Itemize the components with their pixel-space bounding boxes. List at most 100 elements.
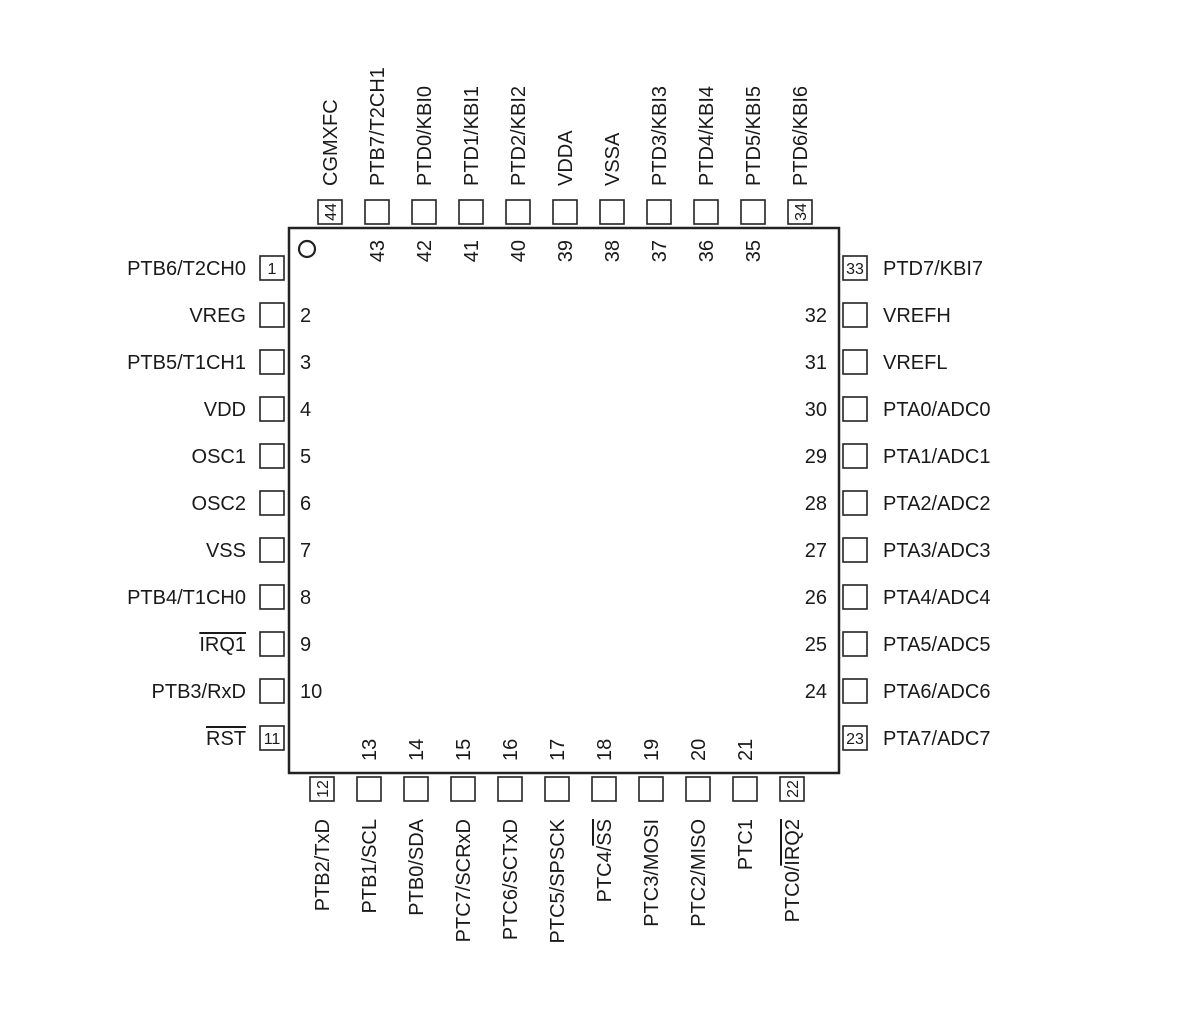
pin-number-43: 43 bbox=[367, 240, 389, 262]
pin-number-34: 34 bbox=[793, 203, 810, 221]
pin-label-39: VDDA bbox=[555, 130, 577, 186]
chip-body bbox=[287, 226, 841, 775]
pin-label-31: VREFL bbox=[883, 352, 947, 374]
overline-text: RST bbox=[206, 728, 246, 750]
pin-label-4: VDD bbox=[204, 399, 246, 421]
pin-number-21: 21 bbox=[735, 739, 757, 761]
pin-label-37: PTD3/KBI3 bbox=[649, 86, 671, 186]
pin-pad-37 bbox=[646, 199, 672, 225]
pin-label-21: PTC1 bbox=[735, 819, 757, 870]
pin-number-24: 24 bbox=[805, 681, 827, 703]
pin-pad-4 bbox=[259, 396, 285, 422]
pin-label-33: PTD7/KBI7 bbox=[883, 258, 983, 280]
pin-label-6: OSC2 bbox=[192, 493, 246, 515]
pin-label-9: IRQ1 bbox=[199, 634, 246, 656]
pin-label-12: PTB2/TxD bbox=[312, 819, 334, 911]
pin-number-12: 12 bbox=[315, 780, 332, 798]
pin-label-13: PTB1/SCL bbox=[359, 819, 381, 913]
pin-pad-43 bbox=[364, 199, 390, 225]
pin-label-25: PTA5/ADC5 bbox=[883, 634, 990, 656]
pin-pad-10 bbox=[259, 678, 285, 704]
pin-pad-27 bbox=[842, 537, 868, 563]
pin-number-44: 44 bbox=[323, 203, 340, 221]
pin-number-30: 30 bbox=[805, 399, 827, 421]
pin-number-42: 42 bbox=[414, 240, 436, 262]
pin-number-4: 4 bbox=[300, 399, 311, 421]
pin-label-36: PTD4/KBI4 bbox=[696, 86, 718, 186]
pin-label-34: PTD6/KBI6 bbox=[790, 86, 812, 186]
pin-number-20: 20 bbox=[688, 739, 710, 761]
pin-pad-23 bbox=[842, 725, 868, 751]
pin-label-42: PTD0/KBI0 bbox=[414, 86, 436, 186]
pin-pad-28 bbox=[842, 490, 868, 516]
pin-number-26: 26 bbox=[805, 587, 827, 609]
pin-pad-39 bbox=[552, 199, 578, 225]
pin-pad-34 bbox=[787, 199, 813, 225]
pin-number-40: 40 bbox=[508, 240, 530, 262]
pin-label-23: PTA7/ADC7 bbox=[883, 728, 990, 750]
pin-pad-31 bbox=[842, 349, 868, 375]
pin-pad-22 bbox=[779, 776, 805, 802]
pin-number-11: 11 bbox=[264, 731, 281, 748]
pin-label-24: PTA6/ADC6 bbox=[883, 681, 990, 703]
pin-label-29: PTA1/ADC1 bbox=[883, 446, 990, 468]
pin-pad-5 bbox=[259, 443, 285, 469]
pin-pad-24 bbox=[842, 678, 868, 704]
pin-number-5: 5 bbox=[300, 446, 311, 468]
pin-pad-3 bbox=[259, 349, 285, 375]
pin-label-20: PTC2/MISO bbox=[688, 819, 710, 927]
pin-label-5: OSC1 bbox=[192, 446, 246, 468]
pin-number-27: 27 bbox=[805, 540, 827, 562]
pin-number-22: 22 bbox=[785, 780, 802, 798]
pin-number-14: 14 bbox=[406, 739, 428, 761]
pin-number-13: 13 bbox=[359, 739, 381, 761]
pin-label-38: VSSA bbox=[602, 132, 624, 186]
pin-label-16: PTC6/SCTxD bbox=[500, 819, 522, 940]
pin-number-28: 28 bbox=[805, 493, 827, 515]
pin-label-15: PTC7/SCRxD bbox=[453, 819, 475, 942]
pin-number-36: 36 bbox=[696, 240, 718, 262]
pin-number-35: 35 bbox=[743, 240, 765, 262]
pin-label-43: PTB7/T2CH1 bbox=[367, 67, 389, 186]
pin1-marker bbox=[297, 239, 317, 259]
pin-pad-14 bbox=[403, 776, 429, 802]
pin-number-32: 32 bbox=[805, 305, 827, 327]
pin-label-32: VREFH bbox=[883, 305, 951, 327]
pin-number-7: 7 bbox=[300, 540, 311, 562]
pin-number-9: 9 bbox=[300, 634, 311, 656]
pin-number-1: 1 bbox=[268, 261, 277, 278]
pin-label-11: RST bbox=[206, 728, 246, 750]
pin-pad-35 bbox=[740, 199, 766, 225]
pin-number-19: 19 bbox=[641, 739, 663, 761]
pin-pad-26 bbox=[842, 584, 868, 610]
pin-label-22: PTC0/IRQ2 bbox=[782, 819, 804, 922]
pin-label-19: PTC3/MOSI bbox=[641, 819, 663, 927]
pin-label-40: PTD2/KBI2 bbox=[508, 86, 530, 186]
pin-label-18: PTC4/SS bbox=[594, 819, 616, 902]
pin-label-17: PTC5/SPSCK bbox=[547, 818, 569, 943]
pin-number-31: 31 bbox=[805, 352, 827, 374]
pin-label-1: PTB6/T2CH0 bbox=[127, 258, 246, 280]
pin-pad-18 bbox=[591, 776, 617, 802]
pin-pad-12 bbox=[309, 776, 335, 802]
pin-number-16: 16 bbox=[500, 739, 522, 761]
pin-number-17: 17 bbox=[547, 739, 569, 761]
pin-number-3: 3 bbox=[300, 352, 311, 374]
overline-text: IRQ1 bbox=[199, 634, 246, 656]
overline-text: SS bbox=[594, 819, 616, 846]
pin-pad-20 bbox=[685, 776, 711, 802]
pin-pad-2 bbox=[259, 302, 285, 328]
pin-pad-33 bbox=[842, 255, 868, 281]
pin-number-8: 8 bbox=[300, 587, 311, 609]
pin-label-41: PTD1/KBI1 bbox=[461, 86, 483, 186]
pin-pad-44 bbox=[317, 199, 343, 225]
pin-pad-38 bbox=[599, 199, 625, 225]
pin-pad-7 bbox=[259, 537, 285, 563]
pin-label-26: PTA4/ADC4 bbox=[883, 587, 990, 609]
pin-pad-8 bbox=[259, 584, 285, 610]
pin-number-25: 25 bbox=[805, 634, 827, 656]
pin-pad-11 bbox=[259, 725, 285, 751]
pin-label-27: PTA3/ADC3 bbox=[883, 540, 990, 562]
